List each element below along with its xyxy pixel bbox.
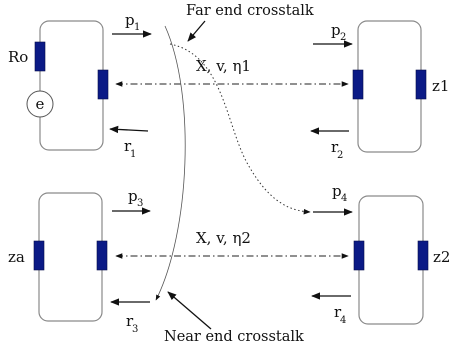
near-end-callout-arrow (167, 291, 212, 330)
far-end-crosstalk-label: Far end crosstalk (186, 3, 314, 19)
r4-label: r (334, 303, 342, 321)
r1-label: r (124, 137, 132, 155)
z1-label: z1 (432, 77, 449, 95)
right-bottom-input-port (353, 240, 365, 271)
near-end-crosstalk-label: Near end crosstalk (164, 329, 304, 345)
line1-label: X, v, η1 (196, 57, 251, 75)
left-top-output-port (97, 69, 109, 100)
r3-subscript: 3 (132, 324, 138, 335)
p4-label: p (332, 182, 342, 200)
p1-label: p (125, 11, 135, 29)
far-end-callout-arrow (187, 20, 206, 42)
r1-arrow (109, 125, 149, 134)
left-top-block (39, 20, 104, 151)
p3-subscript: 3 (137, 198, 143, 209)
r4-subscript: 4 (340, 315, 346, 326)
left-bottom-output-port (96, 240, 108, 271)
ro-resistor-port (34, 41, 46, 72)
voltage-source-icon (26, 90, 54, 118)
source-label: e (36, 95, 45, 113)
za-label: za (8, 248, 25, 266)
z1-port (415, 69, 427, 100)
p2-subscript: 2 (340, 32, 346, 43)
right-top-block (357, 20, 422, 153)
z2-port (417, 240, 429, 271)
right-bottom-block (358, 195, 424, 325)
p2-label: p (331, 21, 341, 39)
left-bottom-block (38, 192, 103, 322)
p1-subscript: 1 (134, 22, 140, 33)
ro-label: Ro (8, 48, 28, 66)
za-port (33, 240, 45, 271)
r2-subscript: 2 (337, 150, 343, 161)
r1-subscript: 1 (130, 149, 136, 160)
r2-label: r (331, 138, 339, 156)
line2-label: X, v, η2 (196, 229, 251, 247)
r3-label: r (126, 312, 134, 330)
z2-label: z2 (433, 248, 450, 266)
far-end-crosstalk-curve (169, 43, 311, 215)
right-top-input-port (352, 69, 364, 100)
p3-label: p (128, 187, 138, 205)
near-end-crosstalk-curve (155, 25, 186, 301)
p4-subscript: 4 (341, 193, 347, 204)
